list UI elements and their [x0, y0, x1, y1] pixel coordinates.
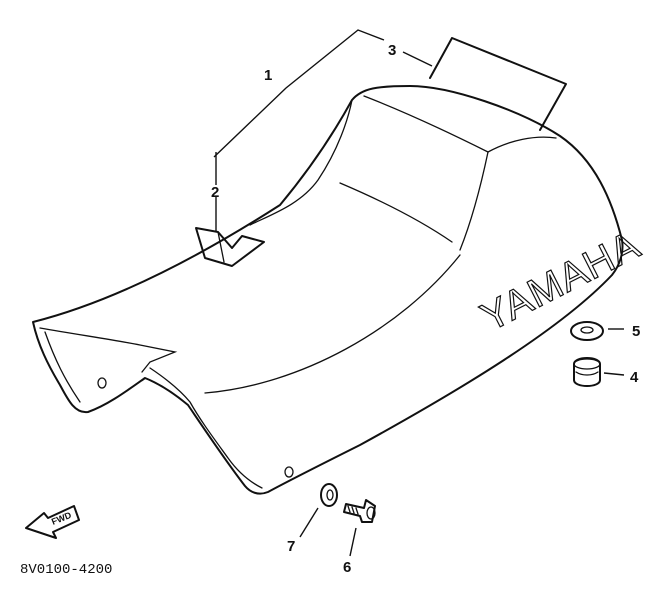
callout-3: 3: [388, 42, 396, 59]
callout-6: 6: [343, 559, 351, 576]
fwd-arrow-icon: FWD: [25, 505, 80, 539]
seat-body: YAMAHA: [32, 85, 648, 495]
callouts: 1 2 3 4 5 6 7: [211, 42, 640, 576]
callout-2: 2: [211, 184, 219, 201]
callout-7: 7: [287, 538, 295, 555]
label-plate: [429, 37, 567, 131]
callout-1: 1: [264, 67, 272, 84]
callout-5: 5: [632, 323, 640, 340]
drawing-code: 8V0100-4200: [20, 562, 112, 578]
washer: [570, 321, 604, 341]
leader-lines: [213, 29, 625, 557]
bolt: [343, 499, 376, 523]
grommet: [573, 357, 601, 387]
brand-text: YAMAHA: [474, 223, 647, 340]
hook-bracket: [195, 227, 265, 267]
collar-washer: [320, 483, 338, 507]
callout-4: 4: [630, 369, 639, 386]
